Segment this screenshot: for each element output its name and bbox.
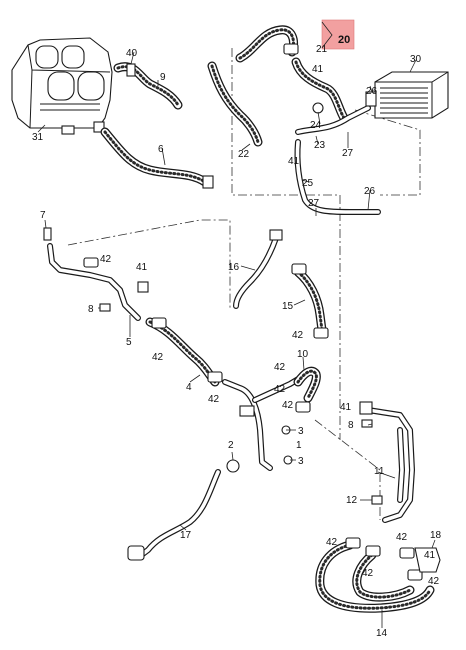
callout-8a: 8 [88,304,94,315]
callout-42g: 42 [282,400,294,411]
callout-27a: 27 [342,148,354,159]
flange-17[interactable] [127,545,145,561]
callout-6: 6 [158,144,164,155]
callout-18: 18 [430,530,442,541]
callout-labels: 1 2 3 3 4 5 6 7 8 8 9 10 11 12 14 15 16 … [32,44,442,639]
clamp-42g[interactable] [345,537,361,549]
callout-42d: 42 [292,330,304,341]
callout-41c: 41 [136,262,148,273]
callout-12: 12 [346,495,358,506]
callout-3a: 3 [298,426,304,437]
callout-42k: 42 [428,576,440,587]
clamp-42d[interactable] [291,263,307,275]
clamp-6[interactable] [202,175,214,189]
hose-15[interactable] [293,267,327,335]
clamp-40[interactable] [126,63,136,77]
bolt-24[interactable] [312,102,324,114]
callout-42a: 42 [100,254,112,265]
callout-25: 25 [302,178,314,189]
callout-41b: 41 [288,156,300,167]
bolt-8b[interactable] [361,419,373,428]
callout-42e: 42 [274,362,286,373]
clamp-42c[interactable] [207,371,223,383]
clamp-42b[interactable] [151,317,167,329]
callout-40: 40 [126,48,138,59]
oil-cooler[interactable] [365,71,449,119]
hose-upper-right[interactable] [291,57,349,123]
callout-9: 9 [160,72,166,83]
assembly-line-left [67,219,231,310]
callout-42j: 42 [396,532,408,543]
callout-31: 31 [32,132,44,143]
callout-41d: 41 [340,402,352,413]
clamp-42e[interactable] [313,327,329,339]
bolt-7[interactable] [43,227,52,241]
assembly-line-upper [231,48,341,440]
bolt-12[interactable] [371,495,383,505]
callout-42c: 42 [208,394,220,405]
callout-3b: 3 [298,456,304,467]
callout-20: 20 [338,34,350,46]
bracket-18[interactable] [414,547,441,573]
callout-42h: 42 [326,537,338,548]
hose-10[interactable] [293,366,321,403]
hose-21[interactable] [235,25,298,63]
callout-10: 10 [297,349,309,360]
leader-lines [37,51,436,628]
highlight-box[interactable] [321,19,355,50]
callout-42f: 42 [274,384,286,395]
callout-7: 7 [40,210,46,221]
bolt-8a[interactable] [99,303,111,312]
callout-16: 16 [228,262,240,273]
clamp-42f[interactable] [295,401,311,413]
hose-22[interactable] [207,61,263,147]
callout-41a: 41 [312,64,324,75]
clamp-21[interactable] [283,43,299,55]
callout-42i: 42 [362,568,374,579]
hose-14[interactable] [315,540,435,613]
o-ring-2[interactable] [226,459,240,473]
clamp-42h[interactable] [365,545,381,557]
callout-30: 30 [410,54,422,65]
connector-16[interactable] [269,229,283,241]
clamp-42i[interactable] [399,547,415,559]
callout-23: 23 [314,140,326,151]
callout-5: 5 [126,337,132,348]
pipe-16[interactable] [233,235,279,309]
clamp-42a[interactable] [83,257,99,268]
callout-1: 1 [296,440,302,451]
clip-41a[interactable] [137,281,149,293]
callout-42b: 42 [152,352,164,363]
callout-27b: 27 [308,198,320,209]
callout-4: 4 [186,382,192,393]
callout-26a: 26 [366,86,378,97]
callout-21: 21 [316,44,328,55]
clip-41b[interactable] [359,401,373,415]
callout-26b: 26 [364,186,376,197]
callout-22: 22 [238,149,250,160]
assembly-line-right [354,109,421,196]
callout-24: 24 [310,120,322,131]
callout-15: 15 [282,301,294,312]
callout-14: 14 [376,628,388,639]
hose-6[interactable] [100,127,210,187]
clamp-42j[interactable] [407,569,423,581]
callout-11: 11 [374,466,385,477]
callout-17: 17 [180,530,192,541]
expansion-tank[interactable] [11,37,113,135]
bracket-1[interactable] [239,405,255,417]
callout-2: 2 [228,440,234,451]
callout-8b: 8 [348,420,354,431]
callout-41e: 41 [424,550,436,561]
